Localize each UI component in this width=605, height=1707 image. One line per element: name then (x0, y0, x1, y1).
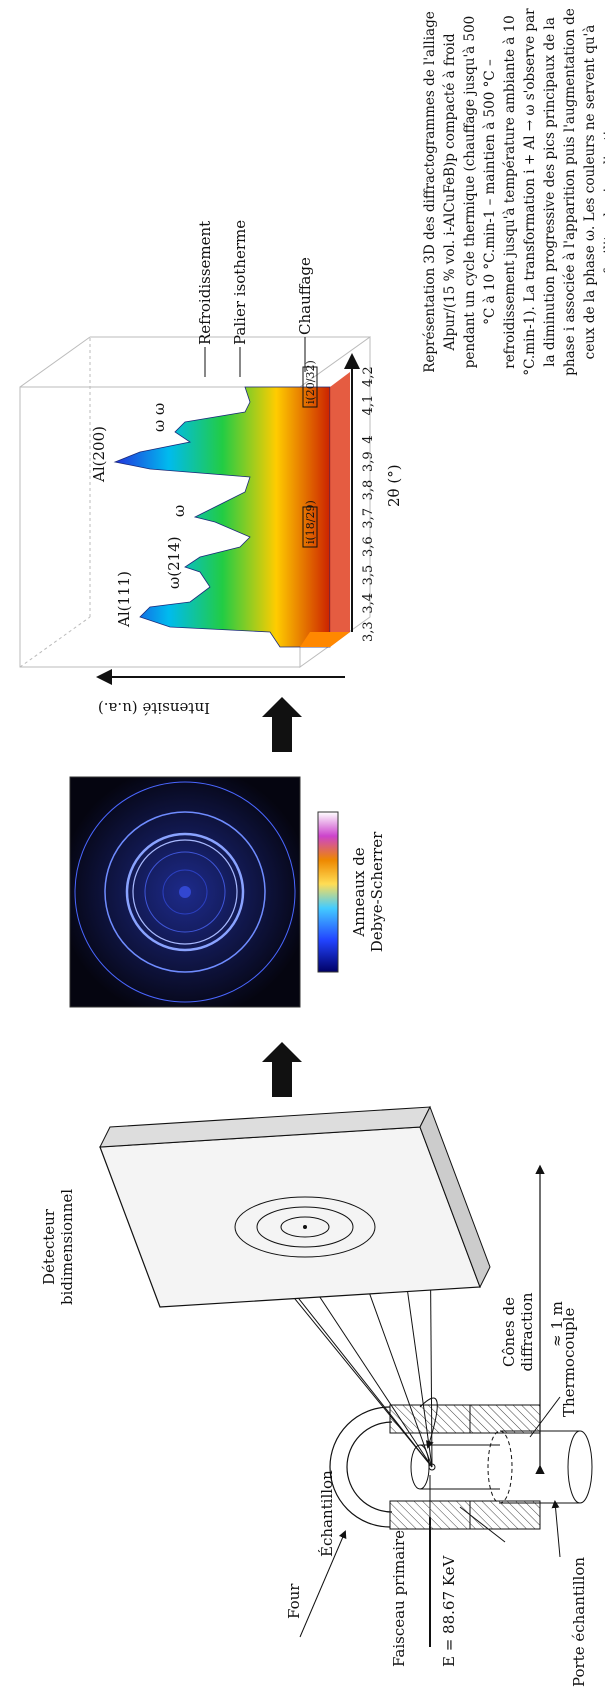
label-anneaux: Anneaux de Debye-Scherrer (350, 822, 386, 962)
peak-omega: ω (170, 504, 188, 517)
x-tick-label: 3,9 (361, 451, 376, 472)
peak-i18-29: i(18/29) (304, 500, 317, 544)
peak-al200: Al(200) (90, 426, 108, 482)
label-distance: ≈ 1 m (548, 1301, 566, 1347)
peak-i20-32: i(20/32) (304, 360, 317, 404)
setup-diagram (99, 1105, 593, 1647)
label-porte: Porte échantillon (570, 1556, 588, 1687)
x-tick-label: 3,3 (361, 621, 376, 642)
label-faisceau: Faisceau primaire (390, 1529, 408, 1667)
label-four: Four (285, 1583, 303, 1619)
plot-ylabel: Intensité (u.a.) (97, 699, 210, 717)
label-anneaux-1: Anneaux de (350, 847, 368, 937)
peak-al111: Al(111) (115, 571, 133, 627)
label-echantillon: Échantillon (318, 1470, 336, 1557)
diffraction-surface (113, 386, 331, 648)
debye-scherrer-image (69, 776, 339, 1008)
diffractogram-3d (19, 336, 371, 685)
label-detecteur: Détecteur bidimensionnel (40, 1177, 76, 1317)
oven-shape (329, 1404, 541, 1530)
x-tick-label: 4,2 (361, 366, 376, 387)
x-tick-label: 3,7 (361, 507, 376, 529)
plot-xlabel: 2θ (°) (385, 464, 403, 507)
label-cones-1: Cônes de (500, 1297, 518, 1367)
label-cones-2: diffraction (518, 1292, 536, 1372)
figure-caption: Représentation 3D des diffractogrammes d… (420, 7, 605, 377)
stage-palier: Palier isotherme (231, 219, 249, 345)
label-cones: Cônes de diffraction (500, 1287, 536, 1377)
x-tick-label: 3,8 (361, 479, 376, 501)
x-tick-label: 3,4 (361, 592, 376, 614)
flow-arrows (262, 697, 302, 1097)
peak-omega-omega: ω ω (150, 402, 168, 432)
detector-plate (99, 1105, 491, 1308)
stage-refroidissement: Refroidissement (196, 220, 214, 345)
stage-chauffage: Chauffage (296, 257, 314, 335)
x-tick-label: 3,6 (361, 536, 376, 557)
label-detecteur-1: Détecteur (40, 1209, 58, 1285)
x-tick-label: 4,1 (361, 394, 376, 416)
x-tick-label: 4 (361, 435, 376, 444)
x-tick-label: 3,5 (361, 564, 376, 586)
label-detecteur-2: bidimensionnel (58, 1188, 76, 1306)
colorbar (317, 811, 339, 973)
peak-omega214: ω(214) (165, 536, 183, 589)
label-anneaux-2: Debye-Scherrer (368, 831, 386, 953)
label-energy: E = 88.67 KeV (440, 1555, 458, 1667)
sample-holder-shape (410, 1430, 593, 1504)
